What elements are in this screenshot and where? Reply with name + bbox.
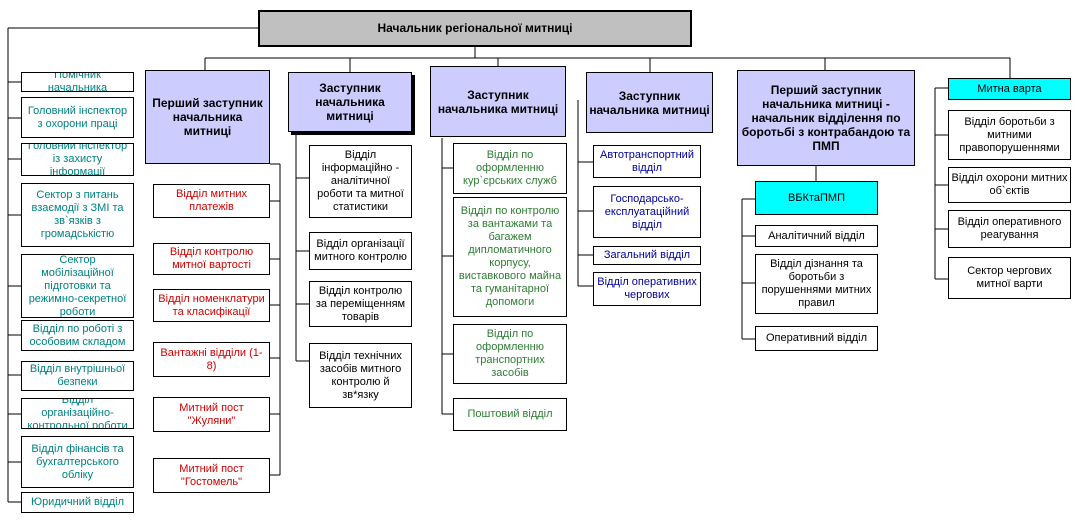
left-unit-label: Сектор з питань взаємодії з ЗМІ та зв`яз…	[31, 189, 124, 240]
unit-label: Відділ оперативного реагування	[957, 216, 1062, 241]
deputy4-unit: Господарсько-експлуатаційний відділ	[593, 186, 701, 238]
deputy3-unit: Відділ по оформленню кур`єрських служб	[453, 143, 567, 194]
deputy5-node: Перший заступник начальника митниці - на…	[737, 70, 915, 166]
deputy2-unit: Відділ контролю за переміщенням товарів	[309, 281, 412, 327]
guard-node: Митна варта	[948, 78, 1071, 100]
left-unit-mobilization: Сектор мобілізаційної підготовки та режи…	[21, 254, 134, 318]
deputy1-unit: Відділ митних платежів	[153, 184, 270, 218]
left-unit-finance: Відділ фінансів та бухгалтерського облік…	[21, 436, 134, 488]
deputy1-unit: Відділ номенклатури та класифікації	[153, 289, 270, 322]
unit-label: Відділ дізнання та боротьби з порушенням…	[761, 258, 872, 309]
head-node: Начальник регіональної митниці	[258, 10, 692, 47]
unit-label: Поштовий відділ	[467, 408, 553, 420]
deputy1-unit: Вантажні відділи (1-8)	[153, 342, 270, 377]
unit-label: Відділ номенклатури та класифікації	[158, 292, 265, 318]
deputy4-title: Заступник начальника митниці	[589, 88, 710, 117]
unit-label: Відділ інформаційно - аналітичної роботи…	[317, 149, 404, 213]
deputy2-title: Заступник начальника митниці	[315, 81, 385, 123]
unit-label: Оперативний відділ	[765, 332, 868, 344]
vbk-pmp-node: ВБКтаПМП	[755, 181, 878, 215]
deputy5-unit: Оперативний відділ	[755, 326, 878, 351]
left-unit-label: Відділ по роботі з особовим складом	[29, 322, 126, 348]
unit-label: Відділ оперативних чергових	[597, 276, 697, 301]
left-unit-org-control: Відділ організаційно-контрольної роботи	[21, 398, 134, 429]
deputy3-unit: Відділ по оформленню транспортних засобі…	[453, 324, 567, 384]
left-unit-label: Юридичний відділ	[30, 496, 125, 508]
deputy4-unit: Загальний відділ	[593, 246, 701, 265]
deputy3-title: Заступник начальника митниці	[437, 87, 559, 116]
left-unit-labor-safety: Головний інспектор з охорони праці	[21, 97, 134, 138]
vbk-pmp-label: ВБКтаПМП	[788, 191, 845, 204]
left-unit-label: Головний інспектор із захисту інформації	[27, 143, 128, 176]
guard-unit: Відділ оперативного реагування	[948, 210, 1071, 248]
left-unit-label: Відділ внутрішньої безпеки	[29, 363, 126, 388]
deputy1-unit: Митний пост "Жуляни"	[153, 397, 270, 432]
deputy2-unit: Відділ організації митного контролю	[309, 232, 412, 270]
deputy3-unit: Відділ по контролю за вантажами та багаж…	[453, 197, 567, 317]
deputy1-node: Перший заступник начальника митниці	[145, 70, 270, 164]
left-unit-label: Відділ фінансів та бухгалтерського облік…	[31, 442, 124, 481]
unit-label: Сектор чергових митної варти	[967, 265, 1052, 290]
deputy5-unit: Аналітичний відділ	[755, 225, 878, 247]
left-unit-internal-security: Відділ внутрішньої безпеки	[21, 361, 134, 391]
deputy1-unit: Відділ контролю митної вартості	[153, 243, 270, 275]
deputy3-node: Заступник начальника митниці	[430, 66, 566, 137]
deputy2-unit: Відділ технічних засобів митного контрол…	[309, 343, 412, 408]
left-unit-media-relations: Сектор з питань взаємодії з ЗМІ та зв`яз…	[21, 183, 134, 247]
unit-label: Відділ боротьби з митними правопорушення…	[959, 115, 1060, 154]
unit-label: Відділ по контролю за вантажами та багаж…	[458, 205, 562, 308]
guard-unit: Відділ боротьби з митними правопорушення…	[948, 110, 1071, 160]
left-unit-personnel: Відділ по роботі з особовим складом	[21, 320, 134, 351]
left-unit-legal: Юридичний відділ	[21, 492, 134, 513]
unit-label: Вантажні відділи (1-8)	[160, 346, 263, 372]
unit-label: Господарсько-експлуатаційний відділ	[604, 192, 690, 231]
deputy3-unit: Поштовий відділ	[453, 398, 567, 431]
left-unit-info-protection: Головний інспектор із захисту інформації	[21, 143, 134, 176]
unit-label: Відділ по оформленню кур`єрських служб	[463, 149, 557, 187]
deputy2-unit: Відділ інформаційно - аналітичної роботи…	[309, 145, 412, 218]
guard-title: Митна варта	[977, 82, 1042, 95]
unit-label: Відділ охорони митних об`єктів	[951, 172, 1068, 197]
deputy4-unit: Автотранспортний відділ	[593, 145, 701, 178]
deputy5-unit: Відділ дізнання та боротьби з порушенням…	[755, 254, 878, 314]
unit-label: Митний пост "Жуляни"	[179, 401, 244, 427]
unit-label: Автотранспортний відділ	[600, 148, 694, 174]
deputy4-unit: Відділ оперативних чергових	[593, 272, 701, 306]
unit-label: Відділ технічних засобів митного контрол…	[319, 349, 402, 401]
unit-label: Загальний відділ	[603, 249, 691, 261]
deputy4-node: Заступник начальника митниці	[586, 72, 713, 133]
unit-label: Відділ організації митного контролю	[314, 238, 407, 263]
guard-unit: Відділ охорони митних об`єктів	[948, 167, 1071, 203]
left-unit-label: Головний інспектор з охорони праці	[27, 104, 128, 130]
left-unit-label: Помічник начальника	[47, 72, 108, 92]
head-label: Начальник регіональної митниці	[377, 21, 573, 35]
unit-label: Відділ контролю за переміщенням товарів	[315, 284, 406, 323]
left-unit-label: Відділ організаційно-контрольної роботи	[27, 398, 128, 429]
unit-label: Відділ по оформленню транспортних засобі…	[475, 328, 545, 379]
unit-label: Митний пост "Гостомель"	[179, 462, 244, 488]
left-unit-label: Сектор мобілізаційної підготовки та режи…	[28, 254, 127, 318]
deputy1-title: Перший заступник начальника митниці	[152, 96, 263, 138]
unit-label: Відділ контролю митної вартості	[169, 246, 254, 271]
deputy5-title: Перший заступник начальника митниці - на…	[741, 83, 911, 153]
unit-label: Аналітичний відділ	[768, 229, 865, 242]
deputy1-unit: Митний пост "Гостомель"	[153, 458, 270, 493]
guard-unit: Сектор чергових митної варти	[948, 257, 1071, 299]
deputy2-node: Заступник начальника митниці	[288, 72, 412, 132]
left-unit-assistant: Помічник начальника	[21, 72, 134, 92]
unit-label: Відділ митних платежів	[175, 188, 247, 213]
